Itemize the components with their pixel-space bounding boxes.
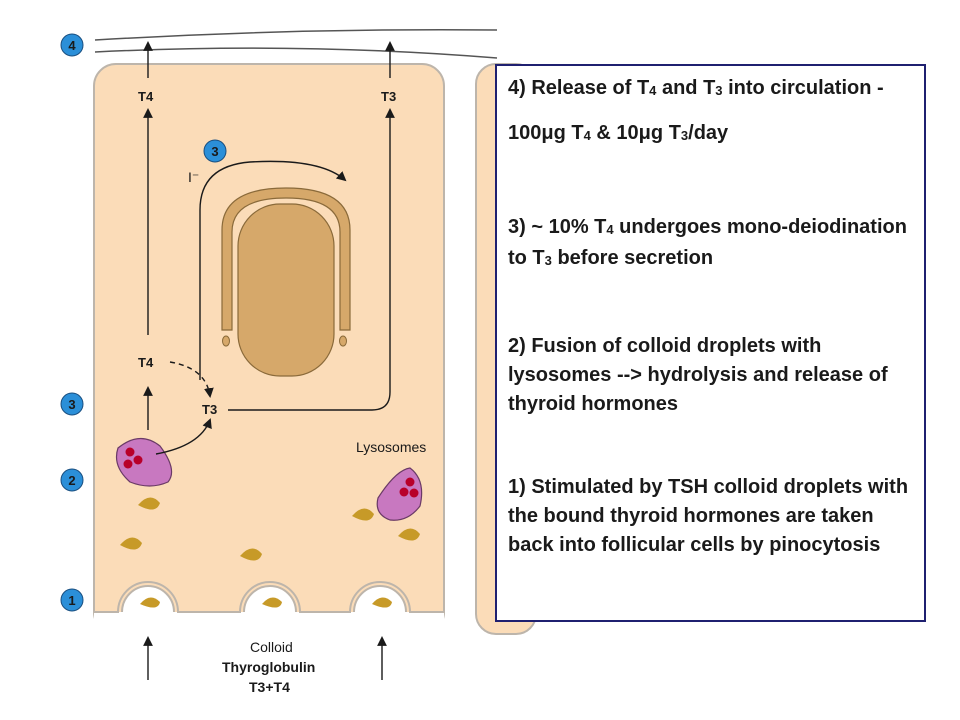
colloid-droplet: [262, 597, 282, 608]
arrow-t3-path: [228, 108, 395, 411]
label-t3-t4: T3+T4: [249, 679, 290, 695]
nucleus: [237, 203, 335, 377]
step-badge: 2: [60, 468, 84, 492]
label-thyroglobulin: Thyroglobulin: [222, 659, 315, 675]
capillary-membrane-top: [94, 28, 498, 41]
colloid-droplet: [372, 597, 392, 608]
arrow-lysosome-to-t3: [155, 418, 212, 455]
label-lysosomes: Lysosomes: [356, 439, 426, 455]
svg-text:3: 3: [68, 397, 75, 412]
explanation-box: 4) Release of T4 and T3 into circulation…: [495, 64, 926, 622]
colloid-droplet: [140, 597, 160, 608]
label-iodide: I⁻: [188, 169, 199, 185]
hormone-dot: [133, 455, 143, 465]
label-t4-mid: T4: [138, 355, 154, 370]
nuclear-envelope: [221, 187, 351, 331]
colloid-droplet: [138, 497, 160, 510]
arrow-iodide-recycling: [199, 160, 347, 380]
hormone-dot: [409, 488, 419, 498]
svg-text:4: 4: [68, 38, 76, 53]
step-4-rate-text: 100μg T4 & 10μg T3/day: [508, 122, 729, 144]
svg-text:3: 3: [211, 144, 218, 159]
step-badge: 1: [60, 588, 84, 612]
step-badge: 4: [60, 33, 84, 57]
apical-membrane: [94, 581, 444, 613]
colloid-droplet: [120, 537, 142, 550]
colloid-droplet: [240, 548, 262, 561]
step-1-text: 1) Stimulated by TSH colloid droplets wi…: [508, 476, 909, 556]
step-2-text: 2) Fusion of colloid droplets with lysos…: [508, 335, 888, 415]
label-t3-top: T3: [381, 89, 396, 104]
arrow-deiodination: [169, 361, 214, 398]
hormone-dot: [405, 477, 415, 487]
capillary-membrane-bottom: [94, 47, 498, 59]
label-t3-mid: T3: [202, 402, 217, 417]
colloid-droplet: [352, 508, 374, 521]
hormone-dot: [399, 487, 409, 497]
step-4-text: 4) Release of T4 and T3 into circulation…: [508, 77, 884, 99]
label-t4-top: T4: [138, 89, 154, 104]
step-badge: 3: [203, 139, 227, 163]
nuclear-pore: [339, 335, 347, 347]
hormone-dot: [125, 447, 135, 457]
colloid-region: [94, 612, 444, 642]
nuclear-pore: [222, 335, 230, 347]
svg-text:1: 1: [68, 593, 75, 608]
svg-text:2: 2: [68, 473, 75, 488]
label-colloid: Colloid: [250, 639, 293, 655]
colloid-droplet: [398, 528, 420, 541]
step-badge: 3: [60, 392, 84, 416]
step-3-text: 3) ~ 10% T4 undergoes mono-deiodination …: [508, 216, 907, 269]
hormone-dot: [123, 459, 133, 469]
